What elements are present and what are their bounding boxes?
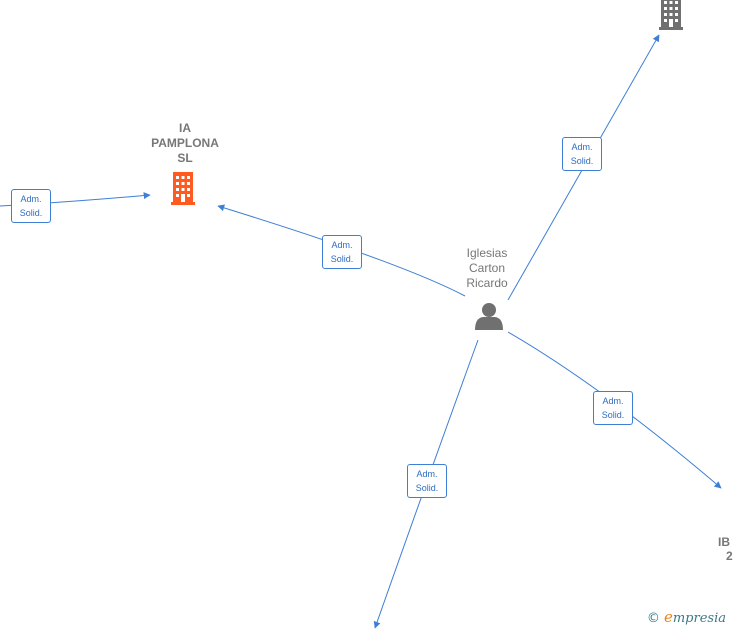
edge-label-line: Solid. bbox=[415, 483, 439, 493]
copyright-symbol: © bbox=[646, 611, 660, 626]
edge-label-adm-solid[interactable]: Adm. Solid. bbox=[593, 391, 633, 425]
person-name[interactable]: Iglesias Carton Ricardo bbox=[447, 246, 527, 291]
brand-name: mpresia bbox=[672, 611, 726, 626]
edge-label-adm-solid[interactable]: Adm. Solid. bbox=[562, 137, 602, 171]
edge-label-line: Solid. bbox=[601, 410, 625, 420]
company-building-icon[interactable] bbox=[171, 172, 195, 205]
edge-label-line: Solid. bbox=[330, 254, 354, 264]
edge-label-adm-solid[interactable]: Adm. Solid. bbox=[322, 235, 362, 269]
company-name-clipped[interactable]: IB 2 bbox=[718, 535, 733, 563]
person-name-line: Iglesias bbox=[466, 246, 508, 260]
edge-label-line: Solid. bbox=[19, 208, 43, 218]
company-name-line: IB bbox=[718, 535, 730, 549]
edge-label-line: Solid. bbox=[570, 156, 594, 166]
empresia-watermark: © empresia bbox=[647, 608, 726, 626]
person-name-line: Carton bbox=[468, 261, 506, 275]
edge-label-line: Adm. bbox=[416, 469, 438, 479]
edge-person-to-company-left bbox=[217, 204, 466, 297]
edge-label-line: Adm. bbox=[602, 396, 624, 406]
edge-label-adm-solid[interactable]: Adm. Solid. bbox=[11, 189, 51, 223]
edge-label-adm-solid[interactable]: Adm. Solid. bbox=[407, 464, 447, 498]
person-name-line: Ricardo bbox=[466, 276, 508, 290]
company-name-line: PAMPLONA bbox=[151, 136, 219, 150]
edge-label-line: Adm. bbox=[571, 142, 593, 152]
company-name-line: IA bbox=[179, 121, 191, 135]
company-building-icon-top[interactable] bbox=[659, 0, 683, 30]
company-name-line: 2 bbox=[726, 549, 733, 563]
edge-label-line: Adm. bbox=[331, 240, 353, 250]
brand-initial: e bbox=[663, 608, 673, 626]
company-name-line: SL bbox=[177, 151, 193, 165]
person-icon[interactable] bbox=[475, 303, 503, 330]
company-name-ia-pamplona[interactable]: IA PAMPLONA SL bbox=[140, 121, 230, 166]
edge-label-line: Adm. bbox=[20, 194, 42, 204]
